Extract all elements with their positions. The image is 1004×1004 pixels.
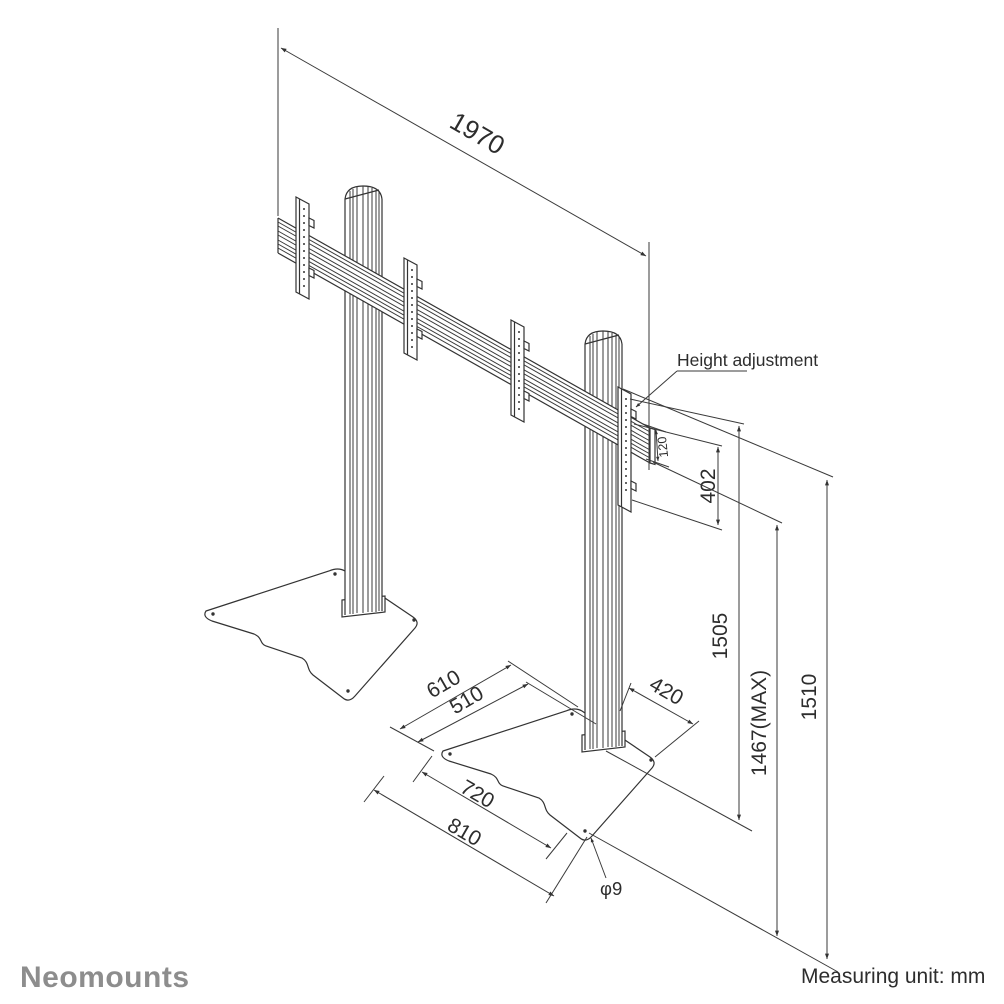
dim-total-height: 1510: [588, 388, 839, 973]
dim-base-depth-label: 810: [443, 814, 485, 851]
vesa-bracket-4: [617, 385, 637, 514]
hole-diameter-label: φ9: [600, 878, 622, 899]
dim-rail-length-label: 1970: [445, 106, 510, 161]
height-adjustment-label: Height adjustment: [677, 350, 818, 370]
left-pole: [341, 185, 386, 618]
right-pole: [581, 330, 626, 753]
dim-total-height-label: 1510: [798, 674, 821, 721]
dim-height-adjust-range-label: 402: [697, 468, 720, 503]
left-base-plate: [204, 568, 418, 701]
measuring-unit-note: Measuring unit: mm: [801, 965, 985, 988]
dim-pole-height-label: 1505: [709, 613, 732, 660]
dim-base-right-span-label: 420: [645, 673, 687, 710]
rail-right-end: [649, 427, 656, 466]
height-adjustment-callout: Height adjustment: [635, 350, 818, 408]
dim-screen-center-max-label: 1467(MAX): [748, 670, 771, 776]
dim-pole-height: 1505: [605, 398, 753, 832]
dim-base-depth-inner-label: 720: [456, 776, 498, 813]
dim-bracket-slot-label: 120: [655, 436, 671, 458]
dim-screen-center-max: 1467(MAX): [652, 461, 783, 937]
brand-logo: Neomounts: [20, 961, 190, 994]
dim-height-adjust-range: 402: [631, 423, 723, 531]
mounting-rail: [277, 217, 656, 466]
hole-diameter-callout: φ9: [590, 837, 622, 899]
